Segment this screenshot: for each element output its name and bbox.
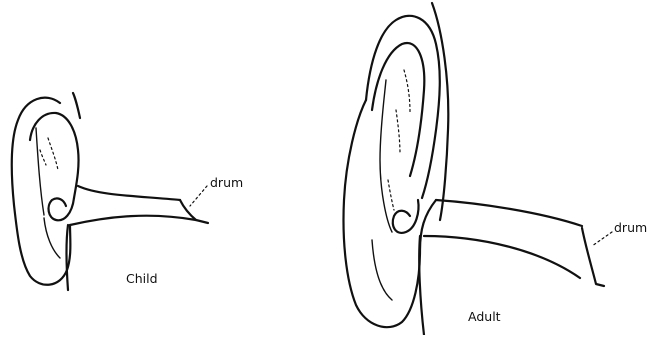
adult-lobe-inner — [372, 240, 392, 300]
child-ear-drum — [180, 200, 208, 223]
child-antihelix — [36, 128, 44, 215]
adult-antihelix — [380, 80, 392, 232]
adult-drum-label: drum — [614, 220, 647, 235]
adult-ear-figure: drum Adult — [344, 3, 648, 335]
child-drum-label: drum — [210, 175, 243, 190]
child-ear-figure: drum Child — [12, 93, 243, 290]
child-earlobe-inner — [44, 218, 60, 258]
adult-caption: Adult — [468, 309, 501, 324]
adult-head-contour — [419, 3, 448, 335]
child-caption: Child — [126, 271, 158, 286]
child-canal-upper — [78, 186, 180, 200]
child-antihelix-shading — [40, 138, 58, 170]
child-canal-lower — [70, 216, 196, 225]
child-drum-leader-line — [190, 186, 207, 206]
adult-pinna-outline — [344, 100, 437, 327]
adult-ear-drum — [582, 228, 604, 286]
adult-antihelix-shading — [388, 70, 410, 210]
adult-canal-upper — [436, 200, 582, 226]
child-concha — [49, 198, 74, 220]
adult-concha — [393, 200, 419, 233]
adult-drum-leader-line — [592, 232, 612, 246]
adult-canal-lower — [424, 236, 580, 278]
